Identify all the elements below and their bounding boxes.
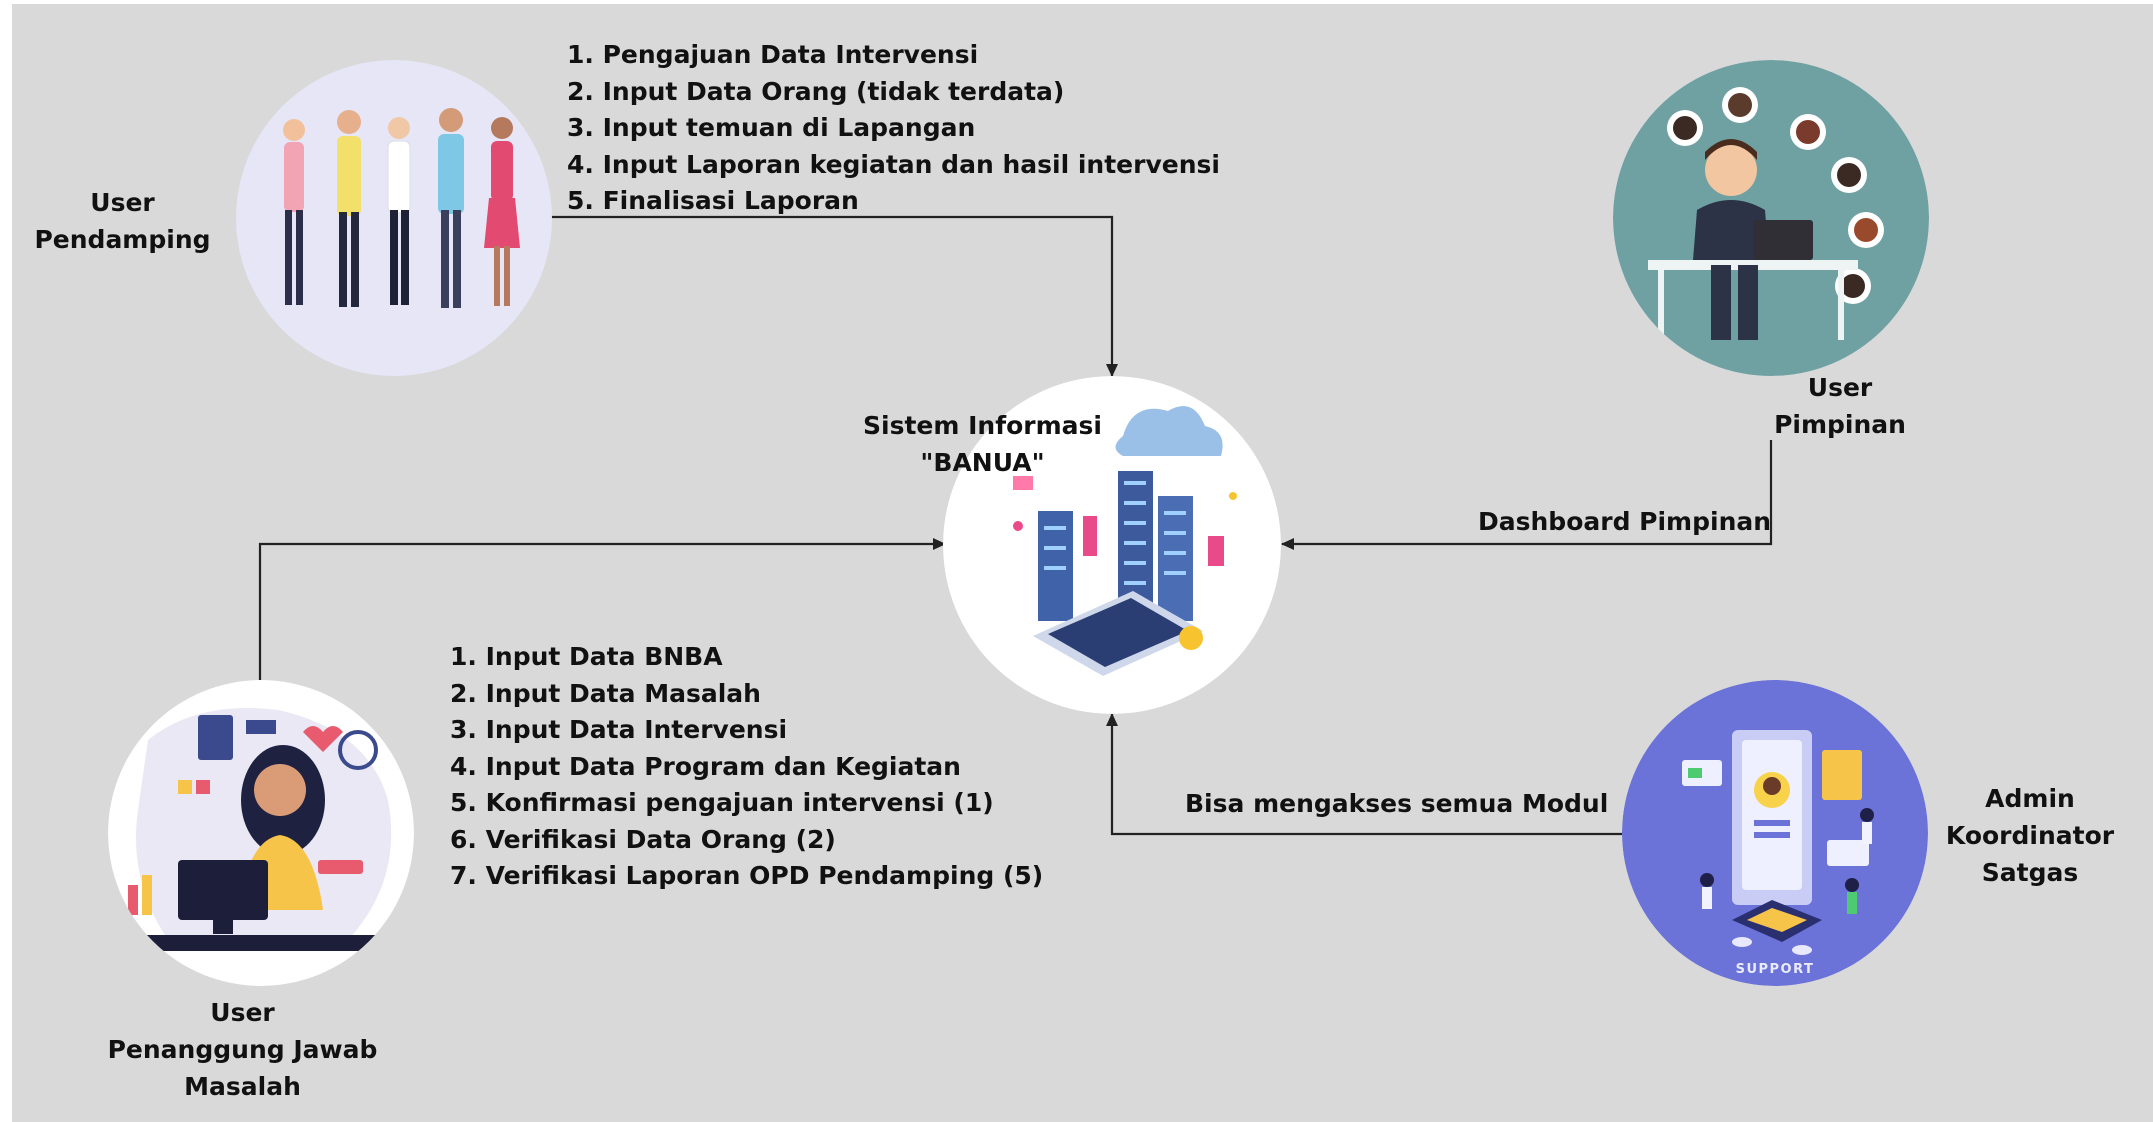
pendamping-step: 1. Pengajuan Data Intervensi (567, 40, 979, 69)
pimpinan-illustration (1613, 60, 1929, 376)
pendamping-step: 2. Input Data Orang (tidak terdata) (567, 76, 1065, 106)
pj-step: 7. Verifikasi Laporan OPD Pendamping (5) (450, 861, 1044, 890)
pendamping-illustration (236, 60, 552, 376)
pendamping-step: 5. Finalisasi Laporan (567, 186, 859, 215)
actor-label-admin-line3: Satgas (1981, 858, 2079, 887)
pendamping-steps-list: 1. Pengajuan Data Intervensi 2. Input Da… (567, 37, 1220, 220)
pj-steps-list: 1. Input Data BNBA 2. Input Data Masalah… (450, 639, 1043, 895)
support-team-icon (1682, 730, 1874, 955)
people-icon (283, 108, 520, 308)
pj-step: 4. Input Data Program dan Kegiatan (450, 751, 961, 781)
actor-label-admin-line1: Admin (1985, 784, 2075, 813)
actor-label-pimpinan-line1: User (1807, 373, 1873, 402)
pj-step: 3. Input Data Intervensi (450, 715, 788, 744)
manager-icon (1648, 87, 1884, 340)
pendamping-step: 3. Input temuan di Lapangan (567, 113, 976, 142)
woman-computer-icon (128, 708, 392, 951)
edge-admin-to-system (1106, 713, 1622, 836)
actor-label-pj-masalah: User Penanggung Jawab Masalah (100, 994, 385, 1105)
pj-step: 6. Verifikasi Data Orang (2) (450, 824, 836, 854)
edge-label-admin: Bisa mengakses semua Modul (1185, 789, 1609, 818)
pj-step: 5. Konfirmasi pengajuan intervensi (1) (450, 788, 994, 817)
actor-label-pendamping: User Pendamping (30, 184, 215, 258)
pendamping-step: 4. Input Laporan kegiatan dan hasil inte… (567, 149, 1220, 179)
system-label-line2: "BANUA" (920, 448, 1045, 477)
actor-label-pj-line2: Penanggung Jawab (107, 1035, 378, 1064)
system-label-line1: Sistem Informasi (863, 411, 1102, 440)
admin-illustration: SUPPORT (1622, 680, 1928, 986)
actor-label-pimpinan: User Pimpinan (1760, 369, 1920, 443)
server-cloud-icon (1013, 406, 1237, 676)
actor-label-pendamping-line2: Pendamping (34, 225, 211, 254)
edge-label-pimpinan: Dashboard Pimpinan (1478, 507, 1772, 536)
edge-pj-to-system (258, 538, 946, 680)
actor-label-admin-line2: Koordinator (1945, 821, 2115, 850)
support-badge: SUPPORT (1736, 962, 1815, 977)
actor-label-pendamping-line1: User (90, 188, 155, 217)
edge-pendamping-to-system (550, 215, 1118, 377)
actor-label-pj-line1: User (210, 998, 275, 1027)
pj-masalah-illustration (108, 680, 414, 986)
system-illustration (943, 376, 1281, 714)
system-label: Sistem Informasi "BANUA" (860, 407, 1105, 481)
pj-step: 2. Input Data Masalah (450, 678, 761, 708)
pj-step: 1. Input Data BNBA (450, 642, 723, 671)
actor-label-pimpinan-line2: Pimpinan (1774, 410, 1906, 439)
edge-pimpinan-to-system (1281, 440, 1773, 550)
actor-label-admin: Admin Koordinator Satgas (1940, 780, 2120, 891)
actor-label-pj-line3: Masalah (184, 1072, 301, 1101)
